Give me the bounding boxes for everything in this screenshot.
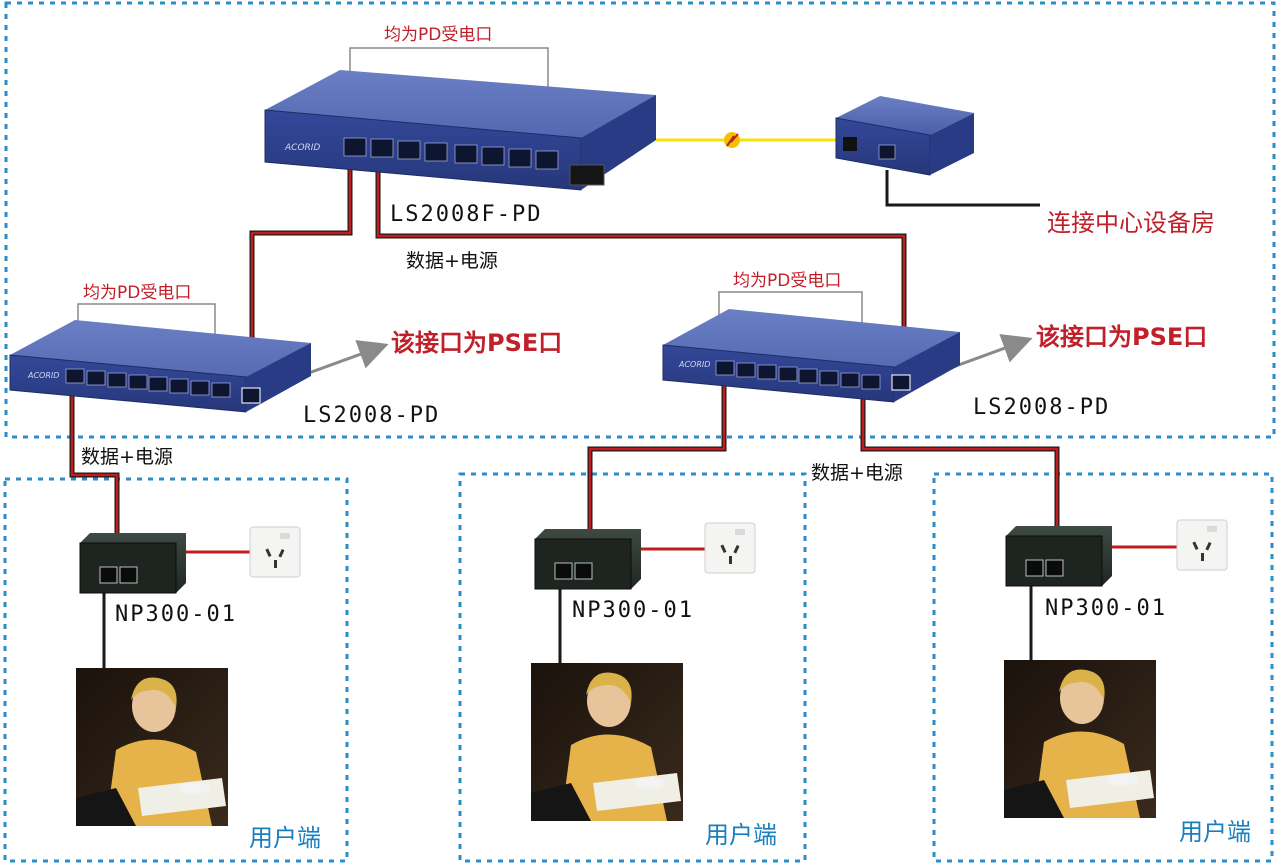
right-downlink-note: 数据+电源 xyxy=(811,462,903,484)
cable-right-switch-to-injector-2 xyxy=(587,380,727,533)
center-destination-label: 连接中心设备房 xyxy=(1047,209,1215,237)
right-switch-brand: ACORID xyxy=(678,360,710,369)
left-switch-ports xyxy=(65,368,231,398)
core-uplink-note: 数据+电源 xyxy=(406,250,498,272)
site-boundaries xyxy=(3,1,1276,863)
core-switch-group-note: 均为PD受电口 xyxy=(384,25,493,45)
injector-1-model: NP300-01 xyxy=(115,602,237,627)
user-zone-boundary-1 xyxy=(3,477,349,863)
central-zone-boundary xyxy=(4,1,1276,439)
injector-3-model: NP300-01 xyxy=(1045,596,1167,621)
left-switch-model: LS2008-PD xyxy=(303,403,441,428)
left-downlink-note: 数据+电源 xyxy=(81,446,173,468)
user-3-label: 用户端 xyxy=(1179,818,1251,846)
left-switch: ACORID xyxy=(9,320,311,413)
power-outlet-3-icon xyxy=(1176,519,1228,571)
converter-fiber-port xyxy=(843,137,857,151)
cables xyxy=(69,138,1178,668)
core-switch-brand: ACORID xyxy=(284,143,320,153)
fiber-break-icon xyxy=(724,132,740,148)
user-1-label: 用户端 xyxy=(249,824,321,852)
left-switch-group-note: 均为PD受电口 xyxy=(83,283,192,303)
injector-1 xyxy=(79,533,186,594)
left-switch-pse-note: 该接口为PSE口 xyxy=(391,329,563,357)
core-switch-fiber-port xyxy=(569,164,605,186)
converter-rj45-port xyxy=(878,144,896,160)
right-switch-pse-note: 该接口为PSE口 xyxy=(1036,323,1208,351)
right-switch: ACORID xyxy=(662,309,960,403)
right-switch-model: LS2008-PD xyxy=(973,395,1111,420)
power-outlet-1-icon xyxy=(249,526,301,578)
user-zone-boundary-3 xyxy=(932,472,1274,863)
user-2-label: 用户端 xyxy=(705,821,777,849)
user-photo-3 xyxy=(1004,660,1156,818)
center-link xyxy=(885,170,1040,207)
right-switch-ports xyxy=(715,360,881,390)
injector-2-model: NP300-01 xyxy=(572,598,694,623)
right-switch-pse-port xyxy=(891,374,911,391)
left-switch-pse-port xyxy=(241,387,261,404)
right-switch-group-note: 均为PD受电口 xyxy=(733,271,842,291)
injector-2 xyxy=(534,529,641,590)
user-zone-boundary-2 xyxy=(458,472,807,863)
core-switch-ports xyxy=(343,137,559,170)
media-converter xyxy=(835,96,974,176)
power-outlet-2-icon xyxy=(704,522,756,574)
user-photo-1 xyxy=(76,668,228,826)
injector-3 xyxy=(1005,526,1112,587)
core-switch: ACORID xyxy=(264,70,656,191)
left-switch-brand: ACORID xyxy=(27,371,59,380)
user-photo-2 xyxy=(531,663,683,821)
core-switch-model: LS2008F-PD xyxy=(390,202,543,227)
